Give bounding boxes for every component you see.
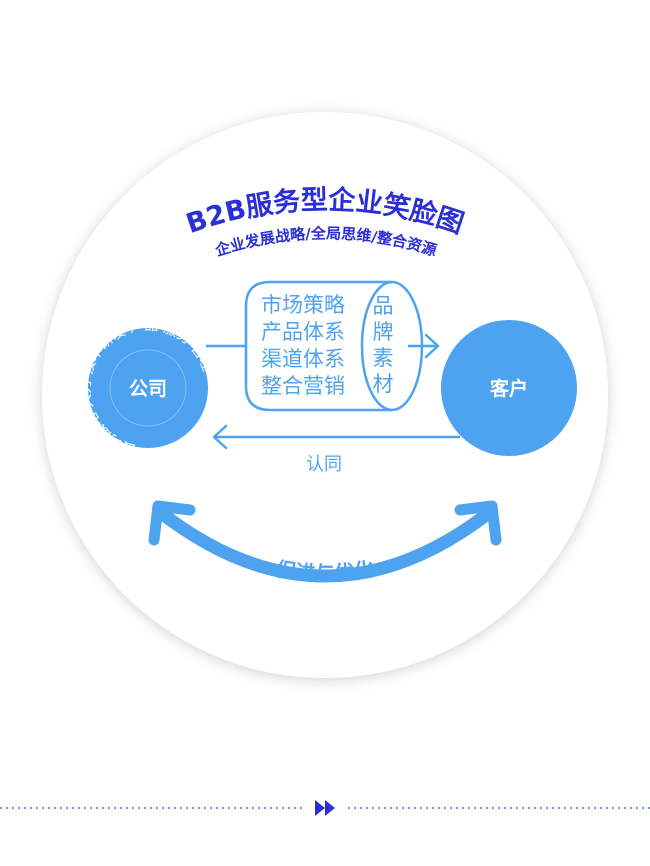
arc-label-text: 促进与优化 [274, 557, 376, 585]
arc-label: 促进与优化 [274, 557, 376, 585]
feedback-label: 认同 [306, 454, 342, 475]
box-line-product: 产品体系 [261, 320, 345, 344]
feedback-arrow [212, 424, 460, 450]
box-side-char-3: 素 [373, 346, 394, 370]
box-line-market: 市场策略 [261, 293, 345, 317]
smile-arc [148, 500, 502, 583]
customer-label: 客户 [490, 377, 528, 400]
left-arrowhead [148, 500, 196, 546]
bottom-separator [0, 800, 650, 816]
strategy-box: 市场策略 产品体系 渠道体系 整合营销 品 牌 素 材 [244, 280, 424, 412]
box-line-marketing: 整合营销 [261, 374, 345, 398]
box-side-char-1: 品 [373, 294, 394, 318]
customer-node: 客户 [441, 320, 577, 456]
box-line-channel: 渠道体系 [261, 347, 345, 371]
box-side-char-2: 牌 [373, 320, 394, 344]
right-arrowhead [454, 500, 502, 546]
fast-forward-icon [315, 800, 335, 816]
company-label: 公司 [129, 378, 167, 400]
box-side-char-4: 材 [373, 372, 394, 396]
box-to-customer-arrow [408, 333, 440, 359]
